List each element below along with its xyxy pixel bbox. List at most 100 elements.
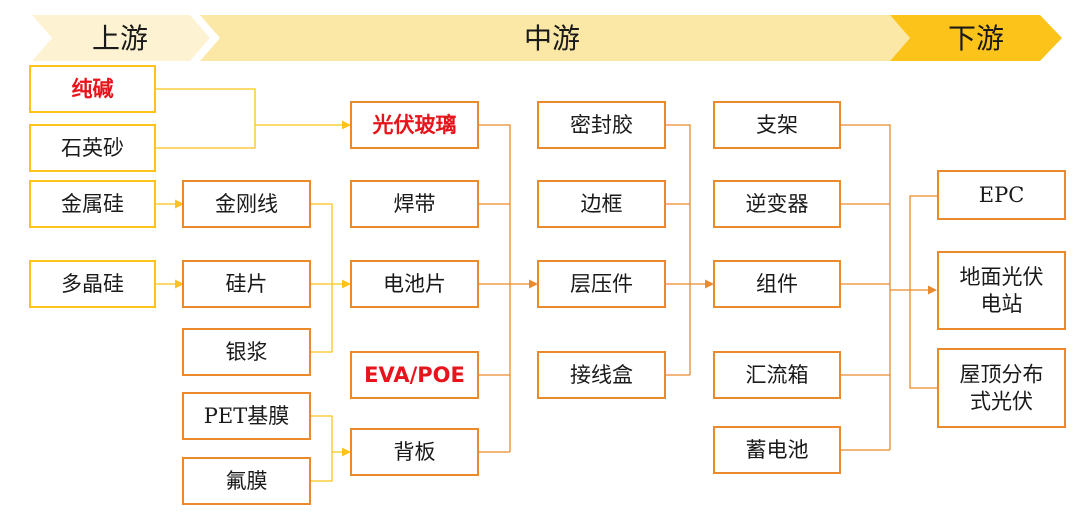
node-label-bracket: 支架 — [756, 113, 798, 137]
stage-midstream-label: 中游 — [524, 22, 580, 55]
node-box-combiner — [713, 351, 841, 399]
node-ribbon: 焊带 — [350, 180, 479, 228]
node-label-eva: EVA/POE — [364, 363, 465, 387]
node-fluoro: 氟膜 — [182, 457, 311, 505]
node-label-combiner: 汇流箱 — [746, 363, 809, 387]
node-box-jbox — [537, 351, 666, 399]
connector-quartz — [155, 125, 256, 149]
stage-upstream-chevron — [32, 15, 210, 61]
node-box-ground — [937, 251, 1066, 330]
connector-bracket — [840, 124, 891, 450]
node-label-cell: 电池片 — [383, 272, 446, 296]
node-label-inverter: 逆变器 — [746, 192, 809, 216]
node-box-backsheet — [350, 428, 479, 476]
node-glass: 光伏玻璃 — [350, 101, 479, 149]
connector-diamond-wire — [310, 203, 333, 284]
connector-silver-paste — [310, 284, 333, 353]
node-diamond: 金刚线 — [182, 180, 311, 228]
node-box-bracket — [713, 101, 841, 149]
node-laminate: 层压件 — [537, 260, 666, 308]
node-label-diamond: 金刚线 — [215, 192, 278, 216]
node-box-silver — [182, 328, 311, 376]
node-box-inverter — [713, 180, 841, 228]
node-label-backsheet: 背板 — [394, 440, 436, 464]
node-silver: 银浆 — [182, 328, 311, 376]
node-box-fluoro — [182, 457, 311, 505]
node-label-fluoro: 氟膜 — [226, 469, 268, 493]
node-box-soda — [29, 65, 156, 113]
node-label-rooftop-line2: 式光伏 — [970, 390, 1033, 414]
connector-pet-film — [310, 415, 333, 452]
node-msi: 金属硅 — [29, 180, 156, 228]
node-label-sealant: 密封胶 — [570, 113, 633, 137]
node-eva: EVA/POE — [350, 351, 479, 399]
node-frame: 边框 — [537, 180, 666, 228]
node-label-silver: 银浆 — [226, 340, 268, 364]
node-box-laminate — [537, 260, 666, 308]
node-box-diamond — [182, 180, 311, 228]
node-combiner: 汇流箱 — [713, 351, 841, 399]
node-backsheet: 背板 — [350, 428, 479, 476]
node-box-module — [713, 260, 841, 308]
node-box-msi — [29, 180, 156, 228]
node-box-pet — [182, 392, 311, 440]
stage-downstream-chevron — [890, 15, 1062, 61]
node-label-ground-line2: 电站 — [981, 292, 1023, 316]
connector-glass — [478, 124, 511, 452]
stage-midstream-chevron — [200, 15, 910, 61]
stage-upstream-label: 上游 — [92, 22, 148, 55]
node-cell: 电池片 — [350, 260, 479, 308]
connector-lines — [155, 88, 938, 482]
node-box-sealant — [537, 101, 666, 149]
node-quartz: 石英砂 — [29, 124, 156, 172]
node-soda: 纯碱 — [29, 65, 156, 113]
node-box-eva — [350, 351, 479, 399]
connector-soda — [155, 88, 256, 125]
node-label-pet: PET基膜 — [204, 404, 289, 428]
node-label-msi: 金属硅 — [61, 192, 124, 216]
node-label-psi: 多晶硅 — [61, 272, 124, 296]
node-jbox: 接线盒 — [537, 351, 666, 399]
node-module: 组件 — [713, 260, 841, 308]
stage-downstream-label: 下游 — [948, 22, 1004, 55]
connector-downstream-branch — [909, 195, 938, 389]
node-wafer: 硅片 — [182, 260, 311, 308]
node-label-quartz: 石英砂 — [61, 136, 124, 160]
connector-sealant — [665, 124, 691, 375]
node-box-glass — [350, 101, 479, 149]
node-label-glass: 光伏玻璃 — [372, 113, 457, 137]
node-label-ground-line1: 地面光伏 — [960, 265, 1044, 289]
node-label-ribbon: 焊带 — [394, 192, 436, 216]
node-bracket: 支架 — [713, 101, 841, 149]
node-box-cell — [350, 260, 479, 308]
node-box-ribbon — [350, 180, 479, 228]
node-box-battery — [713, 426, 841, 474]
node-label-battery: 蓄电池 — [746, 438, 809, 462]
stage-banner: 上游 中游 下游 — [32, 15, 1062, 61]
node-battery: 蓄电池 — [713, 426, 841, 474]
node-box-frame — [537, 180, 666, 228]
node-label-module: 组件 — [756, 272, 798, 296]
node-psi: 多晶硅 — [29, 260, 156, 308]
node-box-psi — [29, 260, 156, 308]
node-box-epc — [937, 170, 1066, 220]
node-label-laminate: 层压件 — [570, 272, 633, 296]
node-label-wafer: 硅片 — [226, 272, 268, 296]
node-label-epc: EPC — [979, 183, 1025, 207]
node-epc: EPC — [937, 170, 1066, 220]
node-label-rooftop-line1: 屋顶分布 — [960, 363, 1044, 387]
node-box-quartz — [29, 124, 156, 172]
node-inverter: 逆变器 — [713, 180, 841, 228]
node-label-jbox: 接线盒 — [570, 363, 633, 387]
node-box-wafer — [182, 260, 311, 308]
node-label-frame: 边框 — [581, 192, 623, 216]
node-pet: PET基膜 — [182, 392, 311, 440]
connector-fluoro-film — [310, 452, 333, 482]
node-label-soda: 纯碱 — [72, 77, 114, 101]
node-sealant: 密封胶 — [537, 101, 666, 149]
node-box-rooftop — [937, 348, 1066, 428]
